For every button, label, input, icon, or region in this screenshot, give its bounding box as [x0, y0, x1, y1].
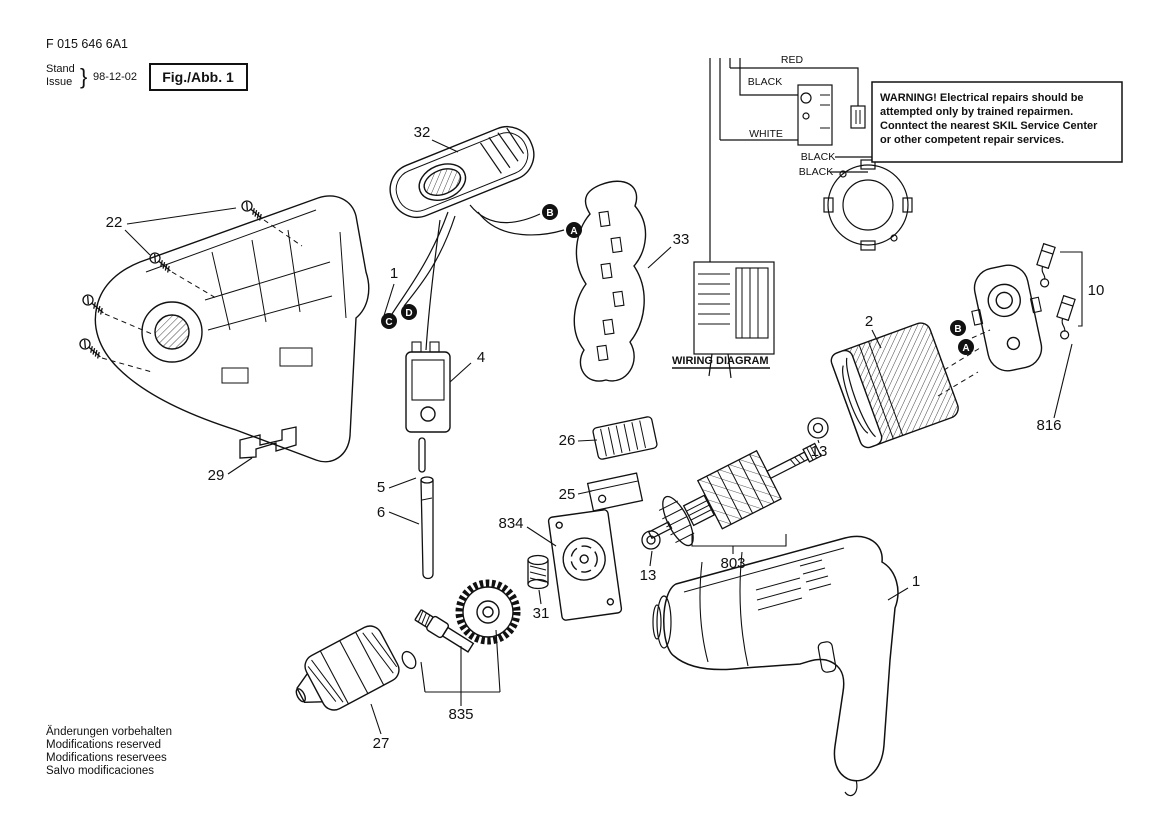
connector-letter-a1: A: [570, 226, 577, 237]
drill-chuck: [295, 625, 400, 711]
footer-line-1: Änderungen vorbehalten: [46, 726, 172, 738]
connector-badges: B A C D B A: [381, 204, 974, 355]
connector-letter-b1: B: [546, 208, 553, 219]
callout-816: 816: [1036, 417, 1061, 434]
wire-label-black-bottom: BLACK: [799, 166, 833, 178]
figure-label-box: [149, 63, 248, 91]
callout-33: 33: [673, 231, 690, 248]
brush-bracket-lines: [1053, 251, 1083, 419]
footer-line-3: Modifications reservees: [46, 752, 167, 764]
footer-line-4: Salvo modificaciones: [46, 765, 154, 777]
callout-5: 5: [377, 479, 385, 496]
washer-right: [807, 417, 829, 439]
wiring-diagram: [672, 58, 913, 379]
end-bracket: [971, 264, 1043, 372]
callout-29: 29: [208, 467, 225, 484]
assembly-dashed-guides: [937, 329, 991, 397]
footer-block: Änderungen vorbehalten Modifications res…: [46, 726, 172, 777]
warning-line-4: or other competent repair services.: [880, 134, 1064, 146]
warning-line-2: attempted only by trained repairmen.: [880, 106, 1073, 118]
field-stator: [830, 322, 959, 449]
connector-letter-b2: B: [954, 324, 961, 335]
wire-label-red: RED: [781, 54, 804, 66]
wiring-diagram-title: WIRING DIAGRAM: [672, 355, 769, 367]
issue-label: Issue: [46, 76, 72, 88]
drill-body: [652, 535, 899, 797]
housing-screws: [77, 198, 303, 373]
wire-label-black-mid: BLACK: [801, 151, 835, 163]
screw-axis-dashed-lines: [101, 219, 303, 373]
rectifier-block: [592, 416, 658, 460]
connector-badge-b1: [542, 204, 558, 220]
connector-badge-a2: [958, 339, 974, 355]
callout-25: 25: [559, 486, 576, 503]
callout-803: 803: [720, 555, 745, 572]
callout-1-bottom: 1: [912, 573, 920, 590]
warning-box: WARNING! Electrical repairs should be at…: [871, 81, 1123, 163]
footer-line-2: Modifications reserved: [46, 739, 161, 751]
callout-13-right: 13: [811, 443, 828, 460]
stand-label: Stand: [46, 63, 75, 75]
armature: [647, 442, 822, 547]
motor-housing-half: [94, 195, 370, 463]
callout-27: 27: [373, 735, 390, 752]
callout-31: 31: [533, 605, 550, 622]
wire-label-black-top: BLACK: [748, 76, 782, 88]
callout-4: 4: [477, 349, 485, 366]
connector-badge-a1: [566, 222, 582, 238]
leader-lines: [124, 139, 909, 735]
callout-834: 834: [498, 515, 523, 532]
spindle-rod-long: [420, 476, 434, 580]
callout-1-top: 1: [390, 265, 398, 282]
connector-badge-c: [381, 313, 397, 329]
part-code: F 015 646 6A1: [46, 37, 128, 51]
callout-26: 26: [559, 432, 576, 449]
carbon-brush-lower: [1050, 295, 1081, 341]
connector-letter-c: C: [385, 317, 392, 328]
callout-835: 835: [448, 706, 473, 723]
trigger-switch: [405, 341, 451, 433]
connector-letter-a2: A: [962, 343, 969, 354]
gear-shaft-assembly: [401, 579, 521, 670]
connector-badge-d: [401, 304, 417, 320]
callout-13-left: 13: [640, 567, 657, 584]
connector-badge-b2: [950, 320, 966, 336]
figure-label: Fig./Abb. 1: [162, 69, 234, 85]
callout-32: 32: [414, 124, 431, 141]
cam-plate: [547, 509, 623, 621]
cover-wires: [391, 204, 565, 351]
brush-plate: [573, 180, 647, 382]
warning-line-1: WARNING! Electrical repairs should be: [880, 92, 1084, 104]
retaining-clip: [239, 426, 297, 459]
callout-22: 22: [106, 214, 123, 231]
callout-2: 2: [865, 313, 873, 330]
mounting-plate: [586, 472, 644, 512]
warning-line-3: Conntect the nearest SKIL Service Center: [880, 120, 1098, 132]
header-brace: }: [80, 64, 87, 89]
connector-letter-d: D: [405, 308, 412, 319]
callout-6: 6: [377, 504, 385, 521]
carbon-brush-upper: [1030, 243, 1061, 289]
callout-10: 10: [1088, 282, 1105, 299]
switch-cover: [389, 126, 535, 218]
bearing-sleeve: [527, 554, 549, 590]
spindle-rod-small: [418, 437, 426, 473]
wire-label-white: WHITE: [749, 128, 783, 140]
header-block: F 015 646 6A1 Stand Issue } 98-12-02 Fig…: [46, 37, 248, 91]
issue-date: 98-12-02: [93, 71, 137, 83]
washer-left: [641, 530, 661, 550]
